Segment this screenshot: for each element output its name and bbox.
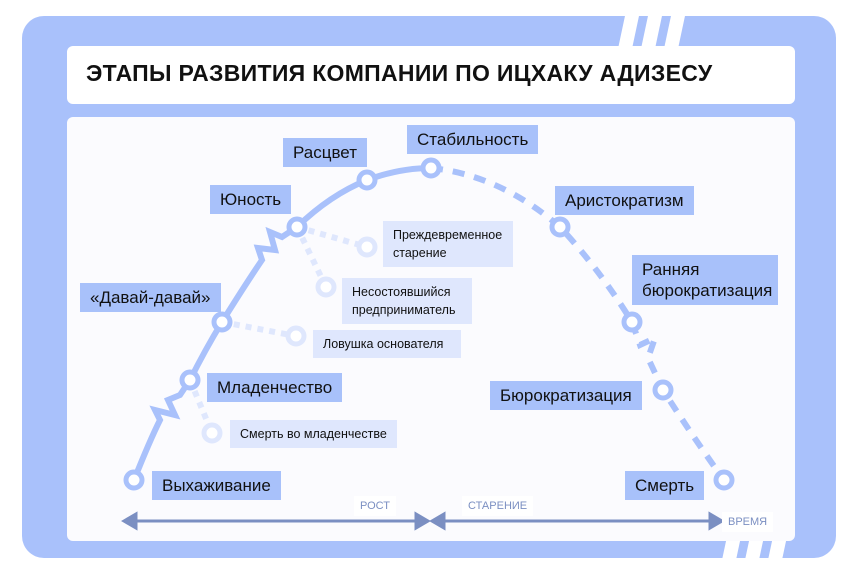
stage-node	[420, 157, 442, 179]
page-title: ЭТАПЫ РАЗВИТИЯ КОМПАНИИ ПО ИЦХАКУ АДИЗЕС…	[86, 60, 713, 86]
stage-node	[123, 469, 145, 491]
time-axis-label: ВРЕМЯ	[722, 512, 774, 532]
trap-link	[187, 378, 215, 435]
stage-label: Младенчество	[207, 373, 343, 402]
trap-label: Несостоявшийся предприниматель	[342, 278, 472, 324]
stage-node	[211, 311, 233, 333]
title-box	[67, 46, 795, 104]
trap-link	[221, 319, 297, 339]
stage-label: Аристократизм	[555, 186, 694, 215]
stage-label: Ранняя бюрократизация	[632, 255, 778, 305]
trap-label: Преждевременное старение	[383, 221, 513, 267]
stage-node	[356, 169, 378, 191]
stage-label: Стабильность	[407, 125, 539, 154]
trap-node	[356, 236, 378, 258]
stage-node	[549, 216, 571, 238]
growth-axis-label: РОСТ	[354, 496, 396, 516]
stage-label: Смерть	[625, 471, 705, 500]
trap-label: Ловушка основателя	[313, 330, 461, 358]
trap-label: Смерть во младенчестве	[230, 420, 397, 448]
stage-label: «Давай-давай»	[80, 283, 221, 312]
trap-node	[201, 422, 223, 444]
stage-node	[286, 216, 308, 238]
stage-node	[179, 369, 201, 391]
stage-label: Юность	[210, 185, 292, 214]
aging-curve	[430, 165, 727, 482]
trap-link	[296, 224, 368, 250]
stage-label: Выхаживание	[152, 471, 281, 500]
trap-node	[315, 276, 337, 298]
trap-node	[285, 325, 307, 347]
stage-label: Расцвет	[283, 138, 367, 167]
stage-label: Бюрократизация	[490, 381, 642, 410]
stage-node	[652, 379, 674, 401]
aging-axis-label: СТАРЕНИЕ	[462, 496, 534, 516]
time-axis	[121, 511, 725, 531]
stage-node	[713, 469, 735, 491]
stage-node	[621, 311, 643, 333]
